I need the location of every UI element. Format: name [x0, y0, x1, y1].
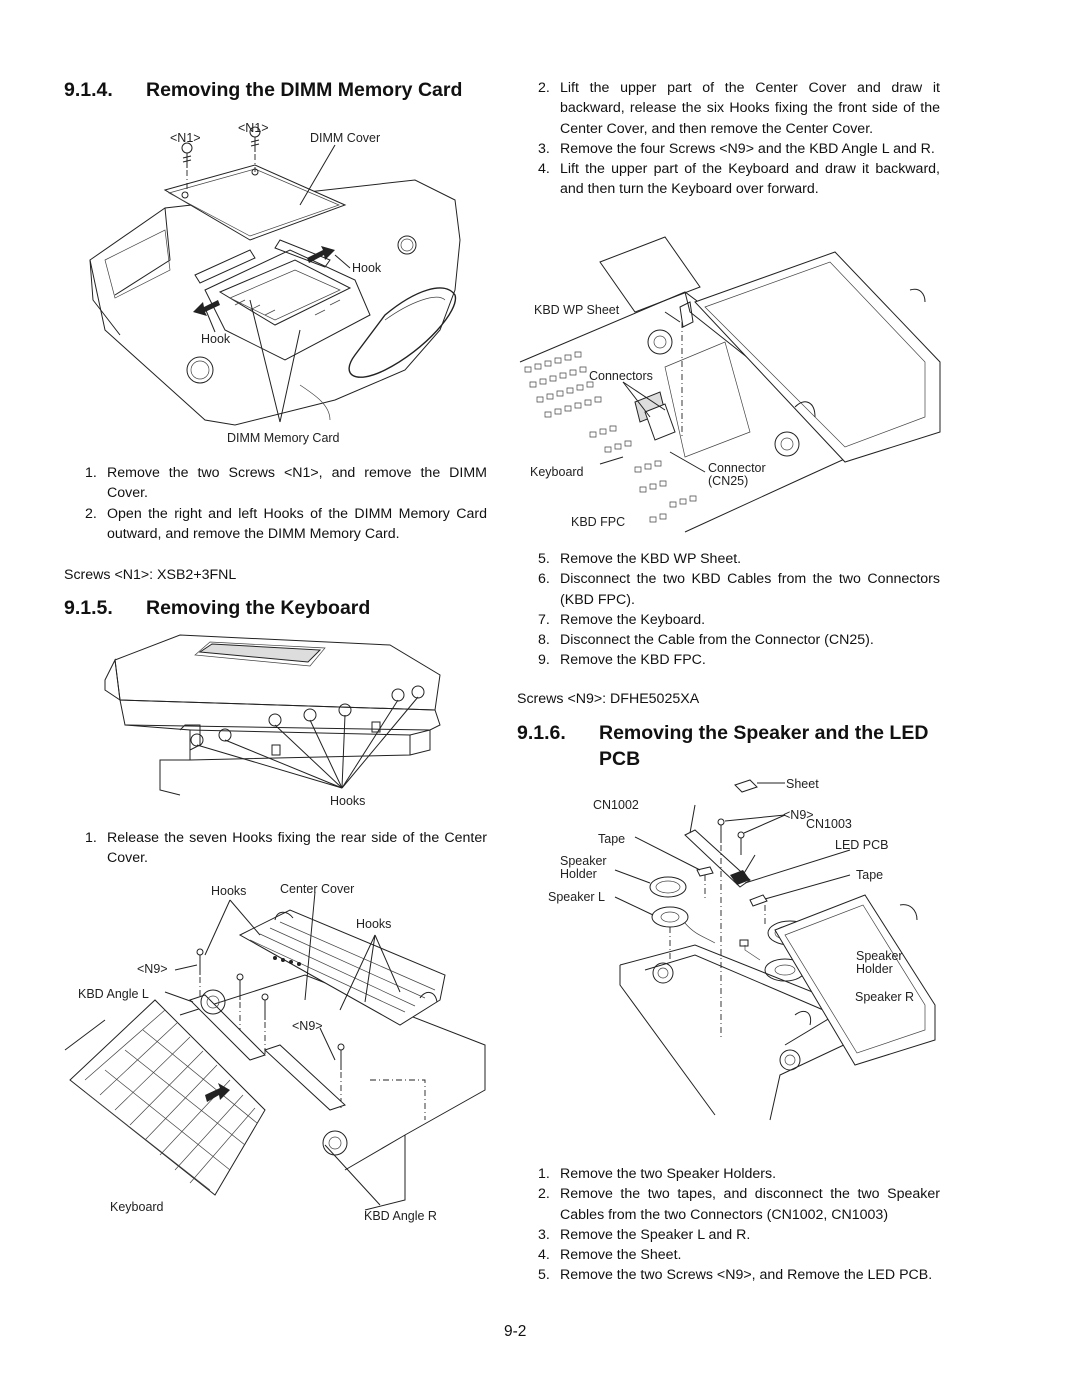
section-heading-dimm: 9.1.4. Removing the DIMM Memory Card [64, 78, 462, 102]
list-item: 6.Disconnect the two KBD Cables from the… [538, 571, 940, 608]
label-n1-right: <N1> [238, 121, 269, 135]
keyboard-steps-c: 5.Remove the KBD WP Sheet. 6.Disconnect … [538, 549, 940, 671]
label-connector: Connector [708, 461, 766, 475]
label-kbd-angle-l: KBD Angle L [78, 987, 149, 1001]
dimm-screws: Screws <N1>: XSB2+3FNL [64, 567, 237, 583]
label-speaker-holder-left-1: Speaker [560, 854, 607, 868]
section-title: Removing the Keyboard [146, 597, 371, 619]
list-item: 9.Remove the KBD FPC. [538, 652, 706, 669]
rear-hooks-figure [100, 630, 450, 800]
label-center-cover: Center Cover [280, 882, 355, 896]
list-item: 4.Lift the upper part of the Keyboard an… [538, 161, 940, 198]
section-heading-speaker: 9.1.6. Removing the Speaker and the LED [517, 721, 928, 745]
label-dimm-memory-card: DIMM Memory Card [227, 431, 340, 445]
label-kbd-wp-sheet: KBD WP Sheet [534, 303, 620, 317]
list-item: 7.Remove the Keyboard. [538, 611, 706, 628]
label-speaker-l: Speaker L [548, 890, 605, 904]
label-led-pcb: LED PCB [835, 838, 889, 852]
list-item: 8.Disconnect the Cable from the Connecto… [538, 632, 874, 649]
label-hook-right: Hook [352, 261, 382, 275]
label-hook-left: Hook [201, 332, 231, 346]
label-n1-left: <N1> [170, 131, 201, 145]
label-speaker-r: Speaker R [855, 990, 915, 1004]
keyboard-steps-a: 1.Release the seven Hooks fixing the rea… [85, 828, 487, 869]
label-cn1002: CN1002 [593, 798, 639, 812]
section-title-cont: PCB [599, 748, 641, 770]
list-item: 4.Remove the Sheet. [538, 1247, 682, 1264]
center-cover-figure [65, 880, 487, 1215]
dimm-figure [85, 120, 485, 435]
dimm-steps: 1.Remove the two Screws <N1>, and remove… [85, 463, 487, 544]
label-sheet: Sheet [786, 777, 819, 791]
label-keyboard-b: Keyboard [530, 465, 584, 479]
label-speaker-holder-right-2: Holder [856, 962, 893, 976]
list-item: 2.Lift the upper part of the Center Cove… [538, 80, 940, 137]
list-item: 3.Remove the Speaker L and R. [538, 1226, 751, 1243]
label-tape-left: Tape [598, 832, 626, 846]
list-item: 2.Open the right and left Hooks of the D… [85, 505, 487, 542]
label-keyboard: Keyboard [110, 1200, 164, 1214]
section-number: 9.1.6. [517, 722, 566, 744]
keyboard-flip-figure [515, 232, 945, 532]
label-speaker-holder-right-1: Speaker [856, 949, 903, 963]
list-item: 1.Release the seven Hooks fixing the rea… [85, 830, 487, 867]
label-hooks-left: Hooks [211, 884, 247, 898]
label-kbd-fpc: KBD FPC [571, 515, 626, 529]
label-hooks-right: Hooks [356, 917, 392, 931]
list-item: 5.Remove the two Screws <N9>, and Remove… [538, 1267, 933, 1284]
section-title: Removing the DIMM Memory Card [146, 79, 463, 101]
keyboard-steps-b: 2.Lift the upper part of the Center Cove… [538, 78, 940, 200]
section-number: 9.1.4. [64, 79, 113, 101]
speaker-figure [545, 775, 945, 1120]
label-connectors: Connectors [589, 369, 653, 383]
section-number: 9.1.5. [64, 597, 113, 619]
label-cn1003: CN1003 [806, 817, 852, 831]
keyboard-screws: Screws <N9>: DFHE5025XA [517, 691, 700, 707]
label-n9-b: <N9> [292, 1019, 323, 1033]
section-heading-speaker-line2: PCB [599, 747, 640, 771]
section-title: Removing the Speaker and the LED [599, 722, 929, 744]
list-item: 1.Remove the two Screws <N1>, and remove… [85, 465, 487, 502]
label-speaker-holder-left-2: Holder [560, 867, 597, 881]
section-heading-keyboard: 9.1.5. Removing the Keyboard [64, 596, 370, 620]
list-item: 3.Remove the four Screws <N9> and the KB… [538, 140, 935, 157]
page-number: 9-2 [504, 1323, 527, 1340]
list-item: 5.Remove the KBD WP Sheet. [538, 551, 742, 567]
list-item: 2.Remove the two tapes, and disconnect t… [538, 1186, 940, 1223]
label-tape-right: Tape [856, 868, 884, 882]
label-n9-a: <N9> [137, 962, 168, 976]
label-dimm-cover: DIMM Cover [310, 131, 381, 145]
speaker-steps: 1.Remove the two Speaker Holders. 2.Remo… [538, 1164, 940, 1286]
label-n9-speaker: <N9> [783, 808, 814, 822]
label-hooks-rear: Hooks [330, 794, 366, 808]
list-item: 1.Remove the two Speaker Holders. [538, 1166, 777, 1182]
label-kbd-angle-r: KBD Angle R [364, 1209, 437, 1223]
label-cn25: (CN25) [708, 474, 749, 488]
